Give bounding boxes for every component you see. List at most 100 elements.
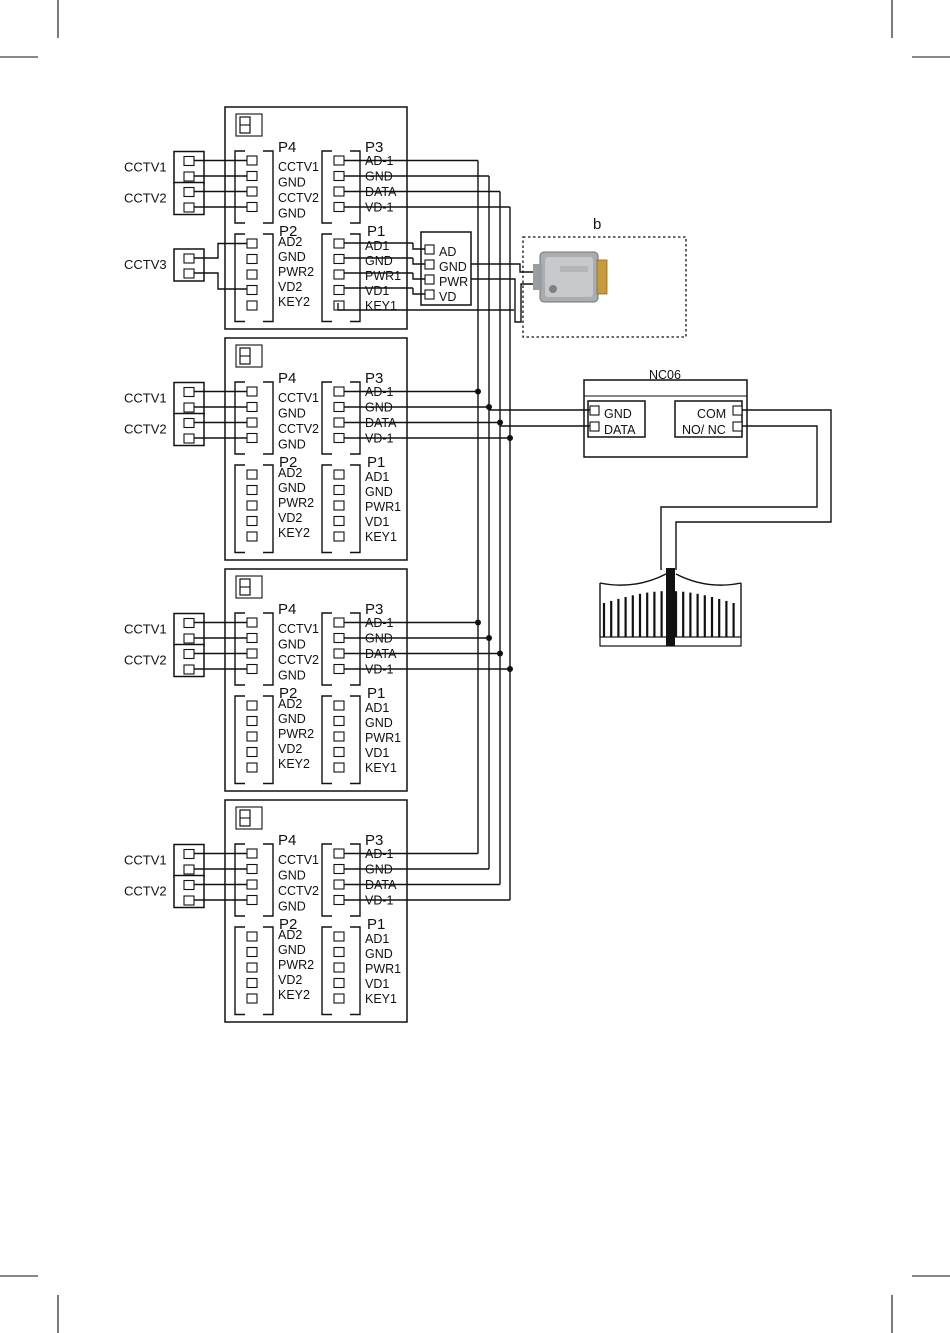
p2-bracket bbox=[263, 926, 274, 1016]
p2-pin bbox=[246, 469, 258, 480]
p4-header: P4 bbox=[278, 832, 296, 849]
cctv-pin bbox=[183, 864, 195, 875]
p1-label: AD1 bbox=[365, 701, 389, 715]
nc06-label-nonc: NO/ NC bbox=[682, 423, 726, 437]
lock-dashed-box bbox=[522, 236, 687, 338]
cctv-pin bbox=[183, 268, 195, 279]
p3-header: P3 bbox=[365, 139, 383, 156]
p1-pin bbox=[333, 993, 345, 1004]
p2-pin bbox=[246, 962, 258, 973]
p1-bracket bbox=[350, 464, 361, 554]
p1-label: KEY1 bbox=[365, 530, 397, 544]
p1-label: PWR1 bbox=[365, 500, 401, 514]
cctv-pin bbox=[183, 202, 195, 213]
p3-pin bbox=[333, 632, 345, 644]
p1-pin bbox=[333, 238, 345, 249]
cctv-label: CCTV2 bbox=[124, 884, 167, 899]
door-pin bbox=[424, 289, 435, 300]
p2-label: GND bbox=[278, 712, 306, 726]
p1-pin bbox=[333, 300, 345, 311]
p1-label: GND bbox=[365, 485, 393, 499]
lock-section: b bbox=[471, 216, 687, 338]
gate-post bbox=[666, 568, 675, 646]
p1-label: GND bbox=[365, 947, 393, 961]
bus-wires bbox=[477, 160, 511, 900]
p2-label: VD2 bbox=[278, 973, 302, 987]
door-pin bbox=[424, 244, 435, 255]
p2-pin bbox=[246, 500, 258, 511]
p2-label: AD2 bbox=[278, 235, 302, 249]
key-wire bbox=[337, 303, 514, 311]
p3-pin bbox=[333, 894, 345, 906]
p3-bracket bbox=[321, 612, 332, 686]
p3-header: P3 bbox=[365, 370, 383, 387]
cctv-label: CCTV1 bbox=[124, 160, 167, 175]
door-label-ad: AD bbox=[439, 245, 456, 259]
p1-door-wire bbox=[412, 243, 425, 250]
p3-pin bbox=[333, 617, 345, 628]
p2-label: PWR2 bbox=[278, 727, 314, 741]
p4-label: GND bbox=[278, 407, 306, 421]
p1-bracket bbox=[321, 233, 332, 323]
cctv-label: CCTV2 bbox=[124, 191, 167, 206]
p4-header: P4 bbox=[278, 370, 296, 387]
p1-label: PWR1 bbox=[365, 731, 401, 745]
p1-pin bbox=[333, 531, 345, 542]
cctv-label: CCTV1 bbox=[124, 391, 167, 406]
p2-label: KEY2 bbox=[278, 526, 310, 540]
p2-pin bbox=[246, 977, 258, 989]
p2-bracket bbox=[234, 926, 245, 1016]
nc06-pin bbox=[589, 405, 600, 416]
p1-pin bbox=[333, 962, 345, 973]
p3-bracket bbox=[350, 843, 361, 917]
cctv-pin bbox=[183, 171, 195, 182]
p4-label: GND bbox=[278, 669, 306, 683]
p2-pin bbox=[246, 731, 258, 742]
p4-label: CCTV2 bbox=[278, 422, 319, 436]
p4-bracket bbox=[234, 381, 245, 455]
p2-bracket bbox=[234, 464, 245, 554]
cctv-pin bbox=[183, 848, 195, 860]
p1-label: KEY1 bbox=[365, 299, 397, 313]
door-label-gnd: GND bbox=[439, 260, 467, 274]
p1-label: GND bbox=[365, 254, 393, 268]
p2-label: AD2 bbox=[278, 928, 302, 942]
p4-pin bbox=[246, 401, 258, 413]
p4-label: CCTV2 bbox=[278, 653, 319, 667]
p2-pin bbox=[246, 484, 258, 496]
p2-pin bbox=[246, 253, 258, 265]
p4-bracket bbox=[263, 381, 274, 455]
nc06-pin bbox=[589, 421, 600, 432]
p1-pin bbox=[333, 746, 345, 758]
p2-label: KEY2 bbox=[278, 295, 310, 309]
p2-label: VD2 bbox=[278, 511, 302, 525]
p4-bracket bbox=[263, 843, 274, 917]
p1-door-wire bbox=[412, 273, 425, 280]
p1-label: VD1 bbox=[365, 284, 389, 298]
p4-label: CCTV1 bbox=[278, 853, 319, 867]
cctv-pin bbox=[183, 402, 195, 413]
p1-label: VD1 bbox=[365, 746, 389, 760]
p4-pin bbox=[246, 879, 258, 890]
cctv-pin bbox=[183, 895, 195, 906]
p1-bracket bbox=[350, 233, 361, 323]
p2-pin bbox=[246, 284, 258, 296]
door-label-vd: VD bbox=[439, 290, 456, 304]
p2-label: GND bbox=[278, 943, 306, 957]
p4-bracket bbox=[234, 150, 245, 224]
p1-bracket bbox=[321, 695, 332, 785]
p3-pin bbox=[333, 648, 345, 659]
p1-pin bbox=[333, 700, 345, 711]
p1-label: VD1 bbox=[365, 515, 389, 529]
p3-pin bbox=[333, 401, 345, 413]
p3-bracket bbox=[321, 381, 332, 455]
p1-label: KEY1 bbox=[365, 992, 397, 1006]
p2-pin bbox=[246, 946, 258, 958]
p3-pin bbox=[333, 417, 345, 428]
cctv-pin bbox=[183, 417, 195, 429]
p3-bracket bbox=[350, 612, 361, 686]
p4-pin bbox=[246, 848, 258, 859]
